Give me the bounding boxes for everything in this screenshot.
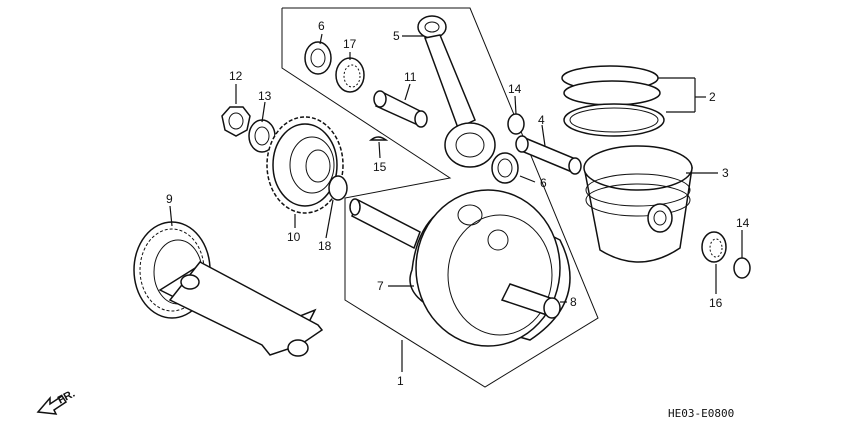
circlip-14-lower: [733, 257, 751, 279]
front-direction-arrow: [36, 394, 68, 415]
callout-17: 17: [343, 37, 357, 51]
callout-14-upper: 14: [508, 82, 522, 96]
gear-10: [266, 116, 344, 214]
piston-pin-4: [515, 135, 582, 175]
diagram-code: HE03-E0800: [668, 407, 734, 420]
callout-6-upper: 6: [318, 19, 325, 33]
callout-16: 16: [709, 296, 723, 310]
crankshaft: [349, 189, 571, 347]
needle-bearing-17: [335, 57, 365, 93]
callout-10: 10: [287, 230, 301, 244]
direction-label: FR.: [56, 388, 77, 407]
callout-9: 9: [166, 192, 173, 206]
piston: [583, 145, 693, 263]
nut-12: [221, 106, 251, 137]
assembly-outline: [281, 7, 599, 388]
connecting-rod: [417, 15, 496, 168]
washer-6-upper: [304, 41, 332, 75]
callout-8: 8: [570, 295, 577, 309]
washer-18: [328, 175, 348, 201]
crank-pin-11: [373, 90, 428, 128]
leader-lines: [169, 33, 743, 372]
needle-bearing-16: [701, 231, 727, 263]
callout-11: 11: [404, 70, 417, 84]
key-15: [368, 136, 389, 141]
callout-6-lower: 6: [540, 176, 547, 190]
callout-15: 15: [373, 160, 387, 174]
callout-13: 13: [258, 89, 272, 103]
callout-12: 12: [229, 69, 243, 83]
callout-3: 3: [722, 166, 729, 180]
piston-ring-set: [561, 65, 665, 137]
callout-4: 4: [538, 113, 545, 127]
callout-18: 18: [318, 239, 332, 253]
balancer-shaft: [133, 221, 324, 357]
callout-2: 2: [709, 90, 716, 104]
callout-labels: 1 2 3 4 5 6 6 7 8 9 10 11 12 13 14 14 15…: [166, 19, 750, 388]
washer-6-lower: [491, 152, 519, 184]
callout-5: 5: [393, 29, 400, 43]
callout-1: 1: [397, 374, 404, 388]
callout-14-lower: 14: [736, 216, 750, 230]
circlip-14-upper: [507, 113, 525, 135]
callout-7: 7: [377, 279, 384, 293]
